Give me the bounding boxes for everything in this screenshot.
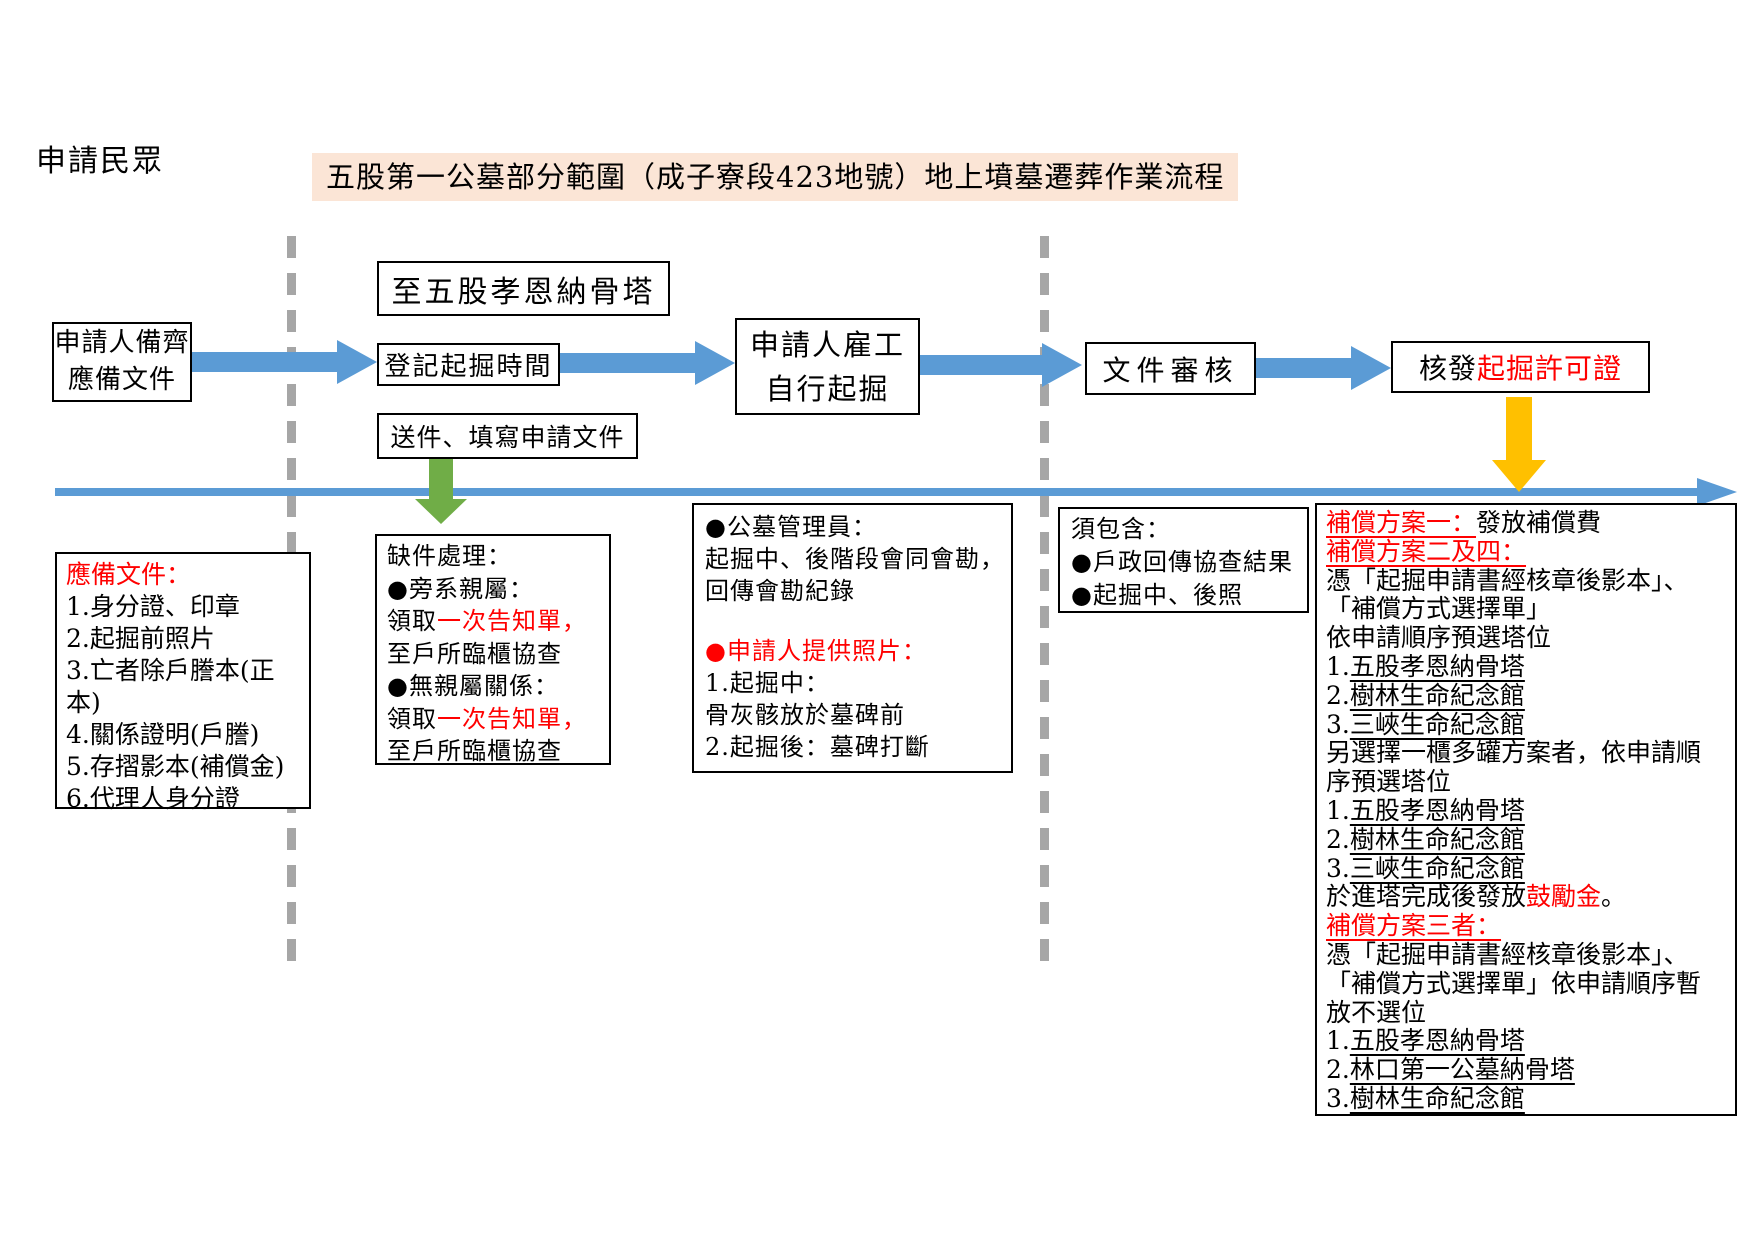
arrow-prepare-to-register-icon (192, 340, 377, 384)
arrow-register-to-excavation-icon (560, 341, 735, 385)
arrow-review-to-permit-icon (1256, 346, 1391, 390)
self-excavation-box: 申請人雇工自行起掘 (735, 318, 920, 415)
timeline-arrow-shaft (55, 488, 1700, 496)
compensation-plans-box: 補償方案一：發放補償費補償方案二及四：憑「起掘申請書經核章後影本」、「補償方式選… (1315, 503, 1737, 1116)
title-banner: 五股第一公墓部分範圍（成子寮段423地號）地上墳墓遷葬作業流程 (312, 153, 1238, 201)
submit-down-arrow-icon (415, 459, 467, 524)
issue-permit-box: 核發起掘許可證 (1391, 341, 1650, 393)
divider-line-right (1040, 236, 1049, 976)
arrow-excavation-to-review-icon (920, 343, 1082, 387)
cemetery-manager-box: ●公墓管理員：起掘中、後階段會同會勘，回傳會勘紀錄●申請人提供照片：1.起掘中：… (692, 503, 1013, 773)
timeline-arrow-head-icon (1697, 478, 1737, 506)
missing-documents-box: 缺件處理：●旁系親屬：領取一次告知單，至戶所臨櫃協查●無親屬關係：領取一次告知單… (375, 534, 611, 765)
permit-down-arrow-icon (1492, 397, 1546, 492)
columbarium-box: 至五股孝恩納骨塔 (377, 261, 670, 316)
prepare-documents-box: 申請人備齊應備文件 (52, 322, 192, 402)
submit-application-box: 送件、填寫申請文件 (377, 413, 638, 459)
register-time-box: 登記起掘時間 (377, 343, 560, 386)
document-review-box: 文件審核 (1085, 342, 1256, 395)
must-include-box: 須包含：●戶政回傳協查結果●起掘中、後照 (1058, 507, 1309, 613)
actor-label: 申請民眾 (36, 144, 164, 179)
